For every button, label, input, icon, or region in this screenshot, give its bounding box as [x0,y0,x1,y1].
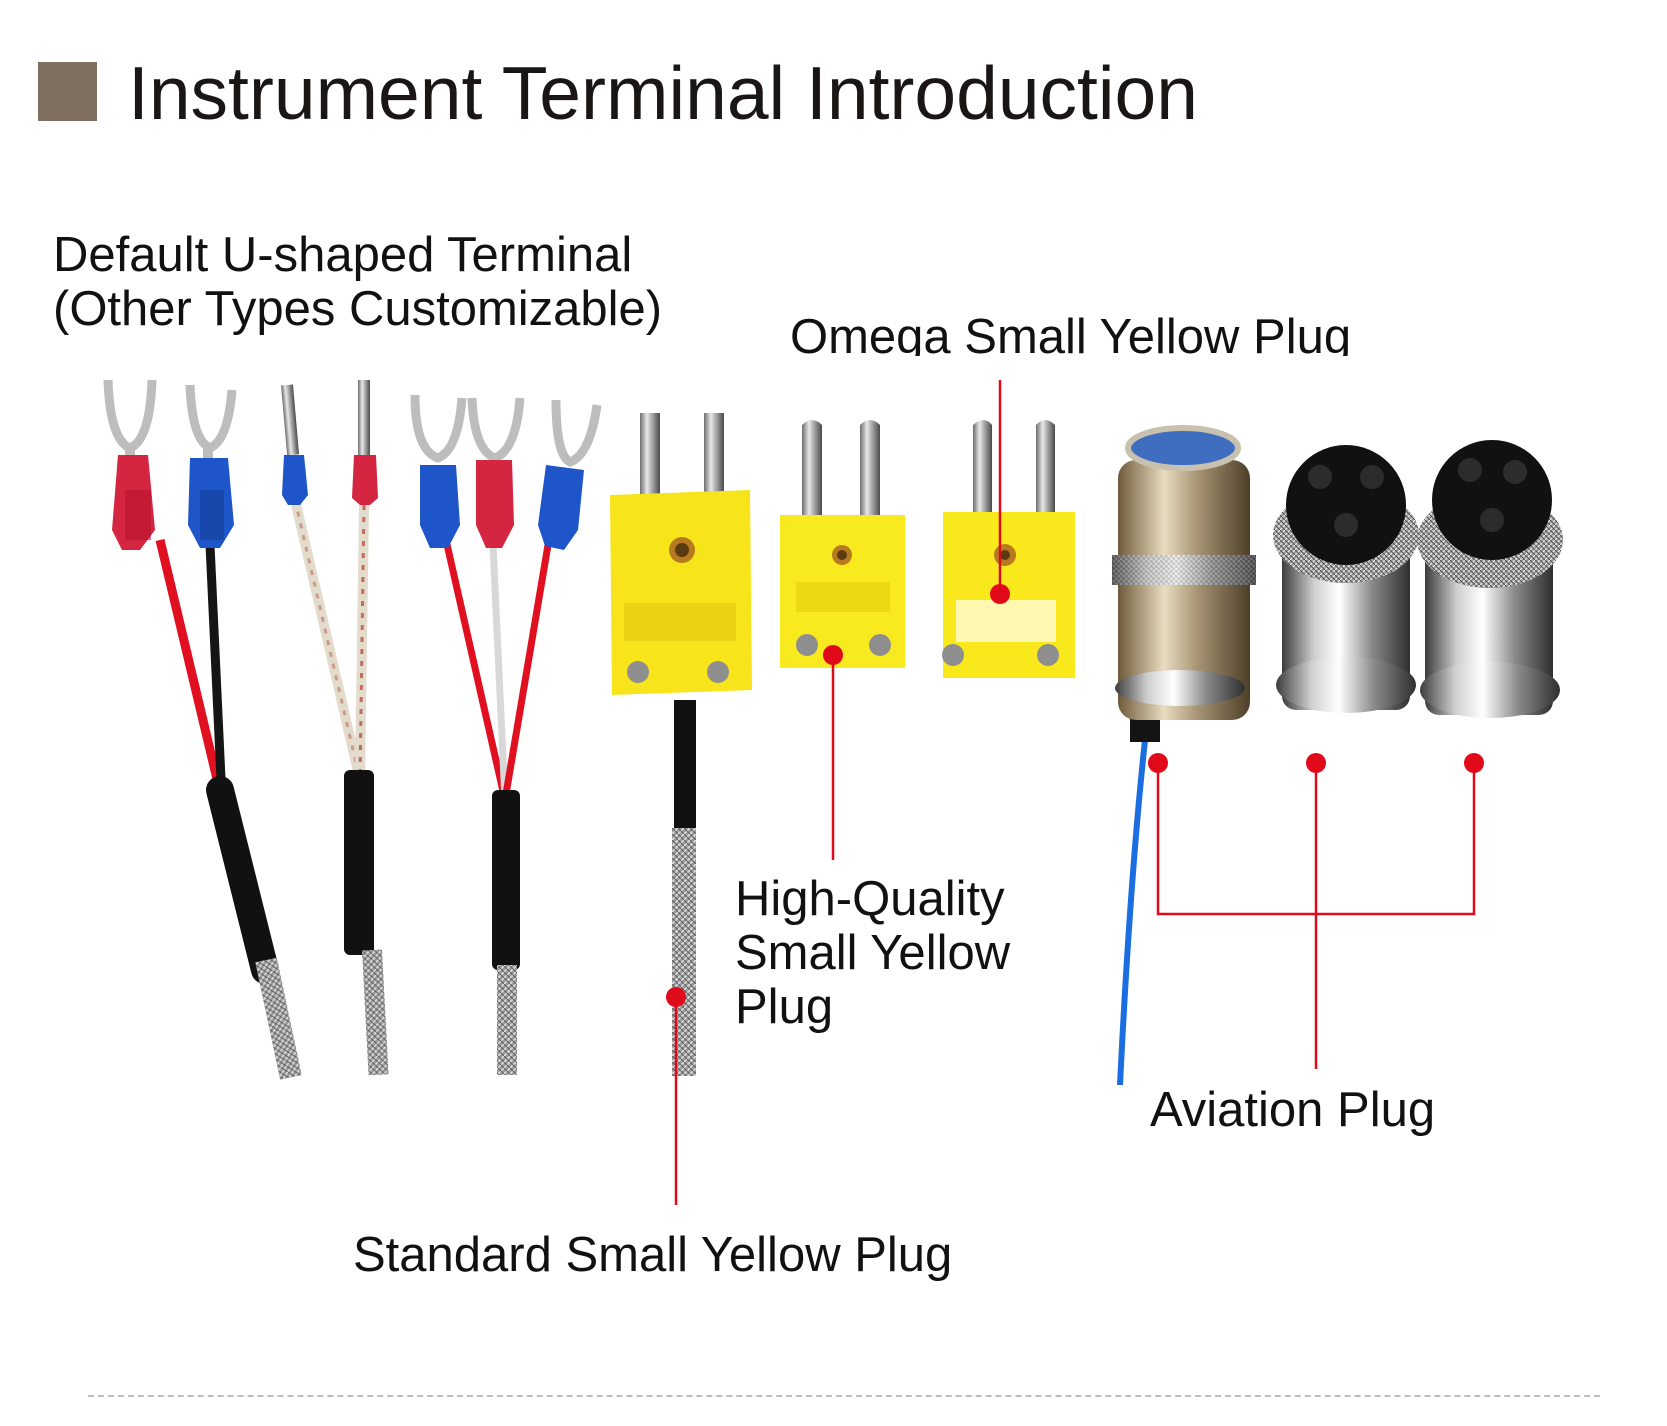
ferrule-probe-2 [281,380,389,1076]
page-title: Instrument Terminal Introduction [128,51,1198,135]
omega-yellow-plug [942,420,1075,678]
u-terminal-probe-1 [103,379,302,1080]
u-terminal-probe-3 [410,394,602,1075]
omega-callout-dot [990,584,1010,604]
standard-callout-dot [666,987,686,1007]
callout-dots [666,584,1484,1007]
dashed-divider [88,1395,1600,1397]
high-quality-label-line3: Plug [735,980,834,1034]
aviation-plug-2 [1273,445,1419,713]
callout-lines [674,380,1476,1205]
title-square-icon [38,62,97,121]
standard-yellow-plug [610,413,752,1076]
standard-plug-label: Standard Small Yellow Plug [353,1228,953,1282]
u-terminal-label-line1: Default U-shaped Terminal [53,228,633,282]
high-quality-yellow-plug [780,420,905,668]
aviation-plug-1 [1112,425,1256,1086]
u-terminal-label-line2: (Other Types Customizable) [53,282,663,336]
aviation-callout-dot-3 [1464,753,1484,773]
aviation-plug-label: Aviation Plug [1150,1083,1436,1137]
high-quality-label-line2: Small Yellow [735,926,1011,980]
omega-plug-label: Omega Small Yellow Plug [790,310,1352,356]
aviation-plug-3 [1417,440,1563,718]
high-quality-label-line1: High-Quality [735,872,1005,926]
high-quality-plug-label: High-Quality Small Yellow Plug [735,872,1010,1034]
u-terminal-label: Default U-shaped Terminal (Other Types C… [53,228,662,336]
high-quality-callout-dot [823,645,843,665]
aviation-callout-dot-1 [1148,753,1168,773]
aviation-callout-dot-2 [1306,753,1326,773]
